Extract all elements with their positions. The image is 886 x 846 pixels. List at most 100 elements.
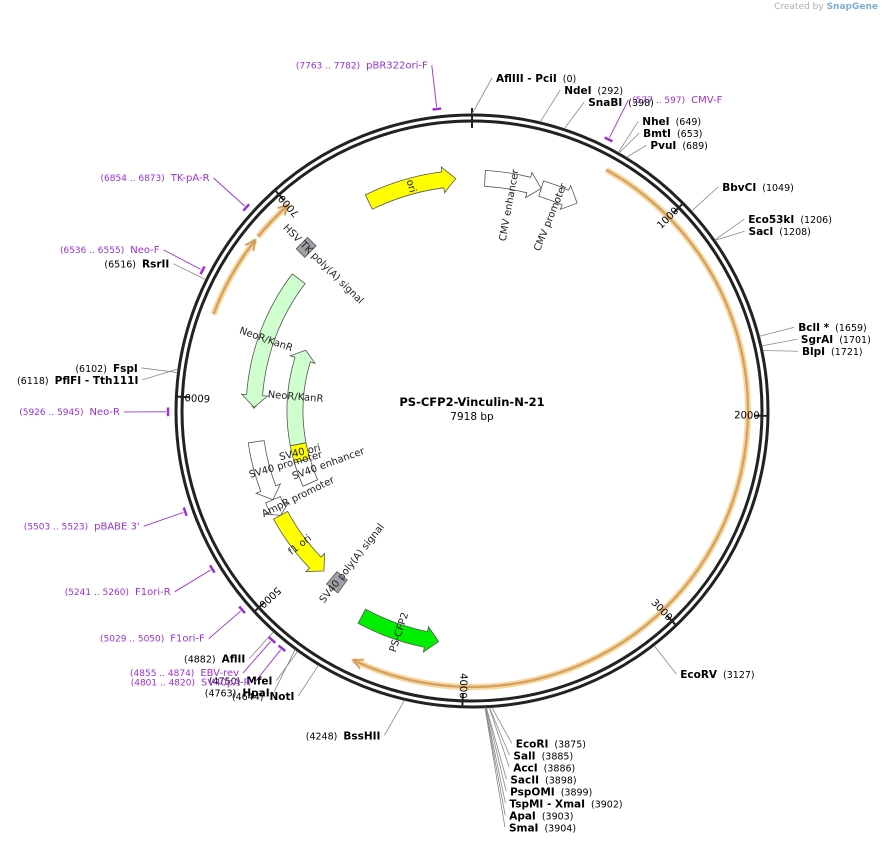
enzyme-site-rsrii[interactable]: (6516)RsrII xyxy=(104,259,169,271)
feature-1[interactable] xyxy=(484,169,542,199)
orf-arrowhead xyxy=(244,238,257,252)
primer-mark[interactable] xyxy=(267,636,277,644)
enzyme-site-aflii[interactable]: (4882)AflII xyxy=(184,654,245,666)
enzyme-site-pspomi[interactable]: PspOMI(3899) xyxy=(510,786,592,798)
primer-leader xyxy=(431,65,438,108)
primer-leader xyxy=(213,177,246,207)
enzyme-leader xyxy=(485,707,507,780)
feature-0[interactable] xyxy=(364,165,457,210)
primer-mark[interactable] xyxy=(208,564,216,574)
enzyme-leader xyxy=(489,707,510,756)
primer-mark[interactable] xyxy=(182,507,188,517)
enzyme-site-ecorv[interactable]: EcoRV(3127) xyxy=(680,669,754,681)
feature-2[interactable] xyxy=(538,180,578,211)
feature-6[interactable] xyxy=(289,442,311,464)
enzyme-leader xyxy=(485,707,506,804)
enzyme-site-bcli[interactable]: BclI *(1659) xyxy=(798,322,866,334)
feature-10[interactable] xyxy=(272,510,326,572)
feature-label: NeoR/KanR xyxy=(267,390,324,405)
feature-11[interactable] xyxy=(326,571,348,594)
enzyme-leader xyxy=(488,707,510,768)
enzyme-site-sali[interactable]: SalI(3885) xyxy=(513,750,573,762)
enzyme-site-fspi[interactable]: (6102)FspI xyxy=(75,363,137,375)
primer-label[interactable]: (6854 .. 6873)TK-pA-R xyxy=(100,173,209,184)
enzyme-site-nhei[interactable]: NheI(649) xyxy=(642,116,701,128)
primer-label[interactable]: (5241 .. 5260)F1ori-R xyxy=(65,587,171,598)
primer-mark[interactable] xyxy=(432,107,442,111)
enzyme-site-hpai[interactable]: (4763)HpaI xyxy=(205,688,270,700)
enzyme-leader xyxy=(626,144,647,158)
tick-mark xyxy=(673,203,683,214)
tick-mark xyxy=(274,190,285,201)
primer-leader xyxy=(242,641,271,674)
enzyme-leader xyxy=(618,132,640,154)
primer-mark[interactable] xyxy=(242,203,251,212)
primer-label[interactable]: (4801 .. 4820)SV40pA-R xyxy=(131,678,251,689)
feature-12[interactable] xyxy=(357,608,440,654)
primer-label[interactable]: (4855 .. 4874)EBV-rev xyxy=(130,668,239,679)
enzyme-site-pflfi[interactable]: (6118)PflFI - Tth111I xyxy=(17,375,138,387)
primer-label[interactable]: (5029 .. 5050)F1ori-F xyxy=(100,634,205,645)
enzyme-site-sgrai[interactable]: SgrAI(1701) xyxy=(801,334,871,346)
enzyme-site-smai[interactable]: SmaI(3904) xyxy=(509,822,576,834)
primer-mark[interactable] xyxy=(199,265,206,275)
primer-label[interactable]: (7763 .. 7782)pBR322ori-F xyxy=(296,60,428,71)
enzyme-site-blpi[interactable]: BlpI(1721) xyxy=(802,346,863,358)
primer-mark[interactable] xyxy=(277,644,287,652)
feature-7[interactable] xyxy=(293,457,319,487)
primer-label[interactable]: (6536 .. 6555)Neo-F xyxy=(60,245,160,256)
enzyme-site-ndei[interactable]: NdeI(292) xyxy=(564,85,623,97)
feature-label: ori xyxy=(404,178,418,193)
tick-label: 2000 xyxy=(734,410,760,421)
enzyme-leader xyxy=(653,645,677,675)
primer-leader xyxy=(609,99,629,138)
enzyme-site-sacii[interactable]: SacII(3898) xyxy=(510,774,576,786)
plasmid-length: 7918 bp xyxy=(450,411,494,423)
primer-label[interactable]: (5926 .. 5945)Neo-R xyxy=(19,407,120,418)
enzyme-site-snabi[interactable]: SnaBI(398) xyxy=(588,97,654,109)
primer-label[interactable]: (577 .. 597)CMV-F xyxy=(632,95,722,106)
primer-leader xyxy=(174,569,211,593)
enzyme-site-tspmi[interactable]: TspMI - XmaI(3902) xyxy=(509,798,622,810)
enzyme-leader xyxy=(471,77,493,115)
enzyme-site-bsshii[interactable]: (4248)BssHII xyxy=(306,730,381,742)
orf-halo xyxy=(210,238,258,316)
enzyme-leader xyxy=(761,338,797,347)
primer-mark[interactable] xyxy=(604,136,613,143)
enzyme-site-noti[interactable]: (4644)NotI xyxy=(232,691,295,703)
enzyme-leader xyxy=(484,707,506,816)
enzyme-site-apai[interactable]: ApaI(3903) xyxy=(509,810,573,822)
enzyme-leader xyxy=(714,230,745,241)
enzyme-site-mfei[interactable]: (4750)MfeI xyxy=(209,676,273,688)
feature-3[interactable] xyxy=(295,236,317,258)
enzyme-leader xyxy=(384,700,405,736)
feature-5[interactable] xyxy=(286,349,317,447)
enzyme-leader xyxy=(485,707,507,792)
primer-layer: (7763 .. 7782)pBR322ori-F (577 .. 597)CMV… xyxy=(19,60,722,688)
enzyme-leader xyxy=(539,89,561,123)
primer-mark[interactable] xyxy=(238,605,246,614)
feature-4[interactable] xyxy=(240,273,306,408)
enzyme-site-saci[interactable]: SacI(1208) xyxy=(749,226,811,238)
enzyme-leader xyxy=(142,368,179,381)
tick-label: 4000 xyxy=(457,673,469,699)
enzyme-leader xyxy=(617,120,639,153)
enzyme-site-bbvci[interactable]: BbvCI(1049) xyxy=(722,182,794,194)
enzyme-site-eco53ki[interactable]: Eco53kI(1206) xyxy=(748,214,832,226)
enzyme-site-acci[interactable]: AccI(3886) xyxy=(513,762,575,774)
feature-8[interactable] xyxy=(247,440,282,501)
orf-arrowhead xyxy=(277,203,290,216)
enzyme-site-bmti[interactable]: BmtI(653) xyxy=(643,128,702,140)
feature-9[interactable] xyxy=(263,495,290,516)
enzyme-site-afliii[interactable]: AflIII - PciI(0) xyxy=(496,73,576,85)
plasmid-name: PS-CFP2-Vinculin-N-21 xyxy=(399,395,544,409)
enzyme-site-ecori[interactable]: EcoRI(3875) xyxy=(516,738,586,750)
orf-halo xyxy=(351,167,751,690)
primer-label[interactable]: (5503 .. 5523)pBABE 3' xyxy=(24,521,140,532)
enzyme-site-pvui[interactable]: PvuI(689) xyxy=(650,140,707,152)
enzyme-layer: AflIII - PciI(0)NdeI(292)SnaBI(398) NheI(… xyxy=(17,73,871,834)
enzyme-leader xyxy=(714,218,745,241)
enzyme-leader xyxy=(273,649,296,693)
enzyme-leader xyxy=(249,631,274,659)
